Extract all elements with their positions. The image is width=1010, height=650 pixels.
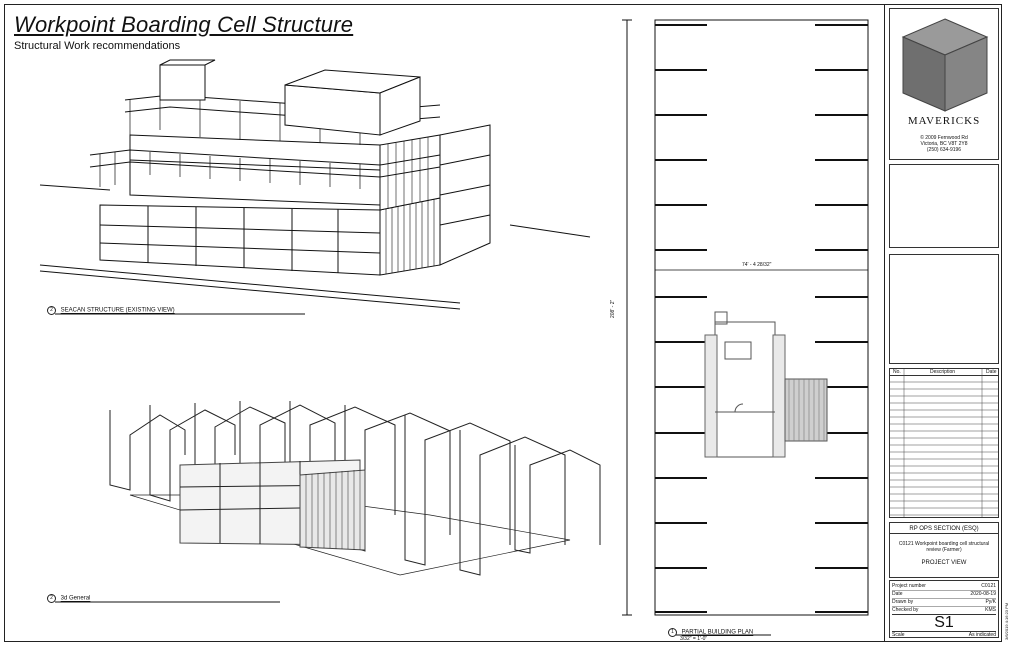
project-description: C0121 Workpoint boarding cell structural… (898, 541, 990, 553)
caption-underline (55, 313, 305, 315)
field-value: Py/K (985, 599, 996, 605)
logo-cube-icon (901, 18, 989, 112)
drawing-sheet (4, 4, 1002, 642)
address-line: Victoria, BC V8T 2Y8 (920, 141, 968, 147)
field-checked-by: Checked by KMS (892, 607, 996, 615)
rev-col-no: No. (893, 369, 901, 375)
field-label: Date (892, 591, 903, 597)
view-number: 1 (668, 628, 677, 637)
revision-table: No. Description Date (889, 368, 999, 518)
field-label: Checked by (892, 607, 919, 613)
general-3d-view (109, 401, 601, 576)
seacan-structure-view (39, 59, 591, 310)
view-number: 2 (47, 306, 56, 315)
field-project-number: Project number C0121 (892, 583, 996, 591)
view-scale: 3/32" = 1'-0" (680, 636, 708, 642)
logo-panel: MAVERICKS © 2009 Fernwood Rd Victoria, B… (889, 8, 999, 160)
project-info-panel: RP OPS SECTION (ESQ) C0121 Workpoint boa… (889, 522, 999, 578)
rev-col-description: Description (930, 369, 956, 375)
title-block: MAVERICKS © 2009 Fernwood Rd Victoria, B… (884, 4, 1003, 642)
field-value: C0121 (981, 583, 996, 589)
view-caption-plan: 1 PARTIAL BUILDING PLAN (668, 628, 753, 637)
field-label: Project number (892, 583, 926, 589)
section-name: RP OPS SECTION (ESQ) (890, 525, 998, 534)
field-drawn-by: Drawn by Py/K (892, 599, 996, 607)
view-label: 3d General (60, 595, 91, 602)
view-caption-general: 2 3d General (47, 594, 90, 603)
field-value: As indicated (968, 632, 996, 638)
print-timestamp: 3/6/2019 4:16:23 PM (1004, 602, 1009, 640)
view-name: PROJECT VIEW (921, 560, 967, 566)
rev-col-date: Date (986, 369, 997, 375)
partial-building-plan (622, 19, 869, 616)
plan-length-dimension: 208' - 2" (610, 299, 616, 318)
plan-width-dimension: 74' - 4 28/32" (742, 262, 772, 268)
view-label: PARTIAL BUILDING PLAN (681, 629, 754, 636)
field-label: Drawn by (892, 599, 914, 605)
caption-underline (676, 634, 771, 636)
stamp-panel (889, 254, 999, 364)
consultant-panel (889, 164, 999, 248)
sheet-subtitle: Structural Work recommendations (14, 40, 181, 52)
field-scale: Scale As indicated (892, 631, 996, 638)
logo-text: MAVERICKS (907, 115, 981, 127)
caption-underline (55, 601, 280, 603)
view-caption-seacan: 2 SEACAN STRUCTURE (EXISTING VIEW) (47, 306, 175, 315)
field-date: Date 2020-08-19 (892, 591, 996, 599)
field-value: KMS (985, 607, 996, 613)
address: © 2009 Fernwood Rd Victoria, BC V8T 2Y8 … (890, 135, 998, 153)
field-value: 2020-08-19 (970, 591, 996, 597)
sheet-title: Workpoint Boarding Cell Structure (14, 12, 354, 37)
sheet-fields-panel: Project number C0121 Date 2020-08-19 Dra… (889, 580, 999, 638)
revision-header: No. Description Date (890, 369, 998, 376)
view-label: SEACAN STRUCTURE (EXISTING VIEW) (60, 307, 175, 314)
address-line: © 2009 Fernwood Rd (920, 135, 968, 141)
revision-grid (890, 369, 998, 517)
sheet-number: S1 (934, 614, 954, 631)
field-label: Scale (892, 632, 905, 638)
view-number: 2 (47, 594, 56, 603)
address-line: (250) 634-9196 (926, 147, 962, 153)
